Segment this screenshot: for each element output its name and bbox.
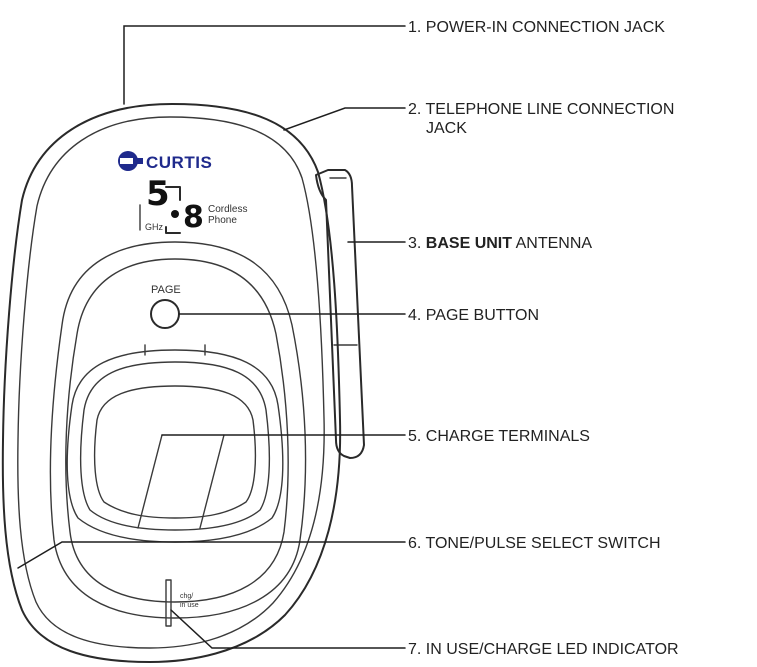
callout-5-label: 5. CHARGE TERMINALS	[408, 428, 590, 445]
callout-labels: 1. POWER-IN CONNECTION JACK 2. TELEPHONE…	[408, 19, 679, 658]
page-button: PAGE	[150, 284, 181, 329]
curtis-logo: CURTIS	[118, 151, 212, 172]
led-label-line2: in use	[180, 602, 199, 609]
leader-line-1	[123, 25, 406, 105]
callout-2-label-line2: JACK	[426, 120, 467, 137]
logo-digit-eight: 8	[183, 200, 204, 235]
base-unit-body	[1, 103, 342, 663]
callout-7-label: 7. IN USE/CHARGE LED INDICATOR	[408, 641, 679, 658]
callout-4-label: 4. PAGE BUTTON	[408, 307, 539, 324]
product-label-line1: Cordless	[208, 204, 247, 215]
callout-6-label: 6. TONE/PULSE SELECT SWITCH	[408, 535, 661, 552]
leader-line-7	[170, 609, 406, 649]
callout-2-label: 2. TELEPHONE LINE CONNECTION	[408, 101, 674, 118]
charge-terminals	[137, 434, 225, 529]
brand-name: CURTIS	[146, 153, 212, 172]
logo-digit-five: 5	[146, 174, 170, 214]
logo-dot	[171, 210, 179, 218]
leader-lines	[17, 25, 406, 649]
led-indicator: chg/ in use	[165, 579, 199, 627]
product-logo: 5 8 GHz Cordless Phone	[139, 174, 247, 235]
callout-1-label: 1. POWER-IN CONNECTION JACK	[408, 19, 665, 36]
callout-3-label: 3. BASE UNIT ANTENNA	[408, 235, 592, 252]
page-label: PAGE	[151, 284, 181, 296]
handset-well	[66, 344, 284, 543]
cradle	[49, 241, 307, 619]
leader-line-6	[17, 541, 406, 569]
frequency-unit: GHz	[145, 222, 164, 232]
product-label-line2: Phone	[208, 215, 237, 226]
led-label-line1: chg/	[180, 593, 193, 600]
leader-line-2	[283, 107, 406, 131]
